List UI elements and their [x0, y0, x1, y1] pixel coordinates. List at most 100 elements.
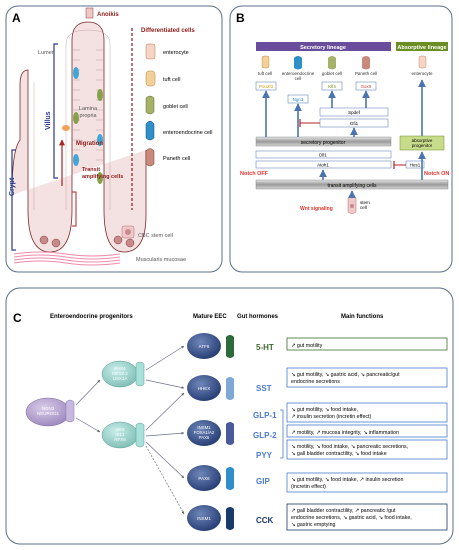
paneth-cell-icon — [145, 148, 155, 167]
panel-b: B Secretory lineage Absorptive lineage t… — [229, 5, 453, 273]
function-box-cck — [286, 503, 448, 531]
notch-on-label: Notch ON — [424, 171, 449, 177]
secretory-header — [256, 42, 391, 51]
villus-label: Villus — [45, 111, 52, 130]
eec-insm1 — [187, 420, 221, 446]
function-box-glp1 — [286, 402, 448, 423]
crypt-bracket — [11, 149, 16, 251]
gfi1-label: Gfi1 — [350, 121, 359, 126]
cbc-legend: CBC stem cell — [121, 225, 173, 239]
eec-insm1-cell-icon — [226, 422, 234, 445]
lumen-label: Lumen — [38, 50, 55, 56]
atoh1-label: Atoh1 — [317, 163, 329, 168]
cbc-label: CBC stem cell — [138, 233, 173, 239]
panel-c: C Enteroendocrine progenitors Mature EEC… — [5, 287, 454, 545]
villus-bracket — [53, 43, 58, 179]
tissue-outline — [11, 21, 147, 253]
eec-atf6-cell-icon — [226, 335, 234, 358]
tuft-cell-icon — [261, 55, 270, 69]
b-cell-enterocyte: enterocyte — [411, 71, 433, 76]
gene-klf4: Klf4 — [328, 84, 336, 89]
hormone-pyy: PYY — [256, 451, 273, 460]
eec-insm1-cck — [187, 505, 221, 531]
progenitor-arrows — [75, 345, 185, 515]
arx-cell-icon — [135, 422, 145, 448]
eec-hhex-cell-icon — [226, 377, 234, 400]
hormone-5ht: 5-HT — [256, 343, 274, 352]
dll1-label: Dll1 — [319, 153, 327, 158]
hormone-glp1: GLP-1 — [253, 411, 277, 420]
eec-insm1-cck-label: INSM1 — [197, 516, 211, 521]
function-box-gip — [286, 472, 448, 493]
b-cell-goblet: goblet cell — [322, 71, 342, 76]
enterocyte-icon — [418, 55, 427, 69]
hes1-label: Hes1 — [410, 163, 421, 168]
function-box-sst — [286, 367, 448, 388]
secretory-label: Secretory lineage — [300, 45, 346, 51]
b-cell-paneth: Paneth cell — [355, 71, 377, 76]
transit-bracket — [72, 191, 77, 227]
spdef-label: Spdef — [348, 110, 361, 115]
pax4-cell-icon — [135, 361, 145, 387]
diff-cell-enterocyte: enterocyte — [163, 50, 189, 56]
header-functions: Main functions — [341, 314, 384, 320]
header-mature-eec: Mature EEC — [193, 314, 227, 320]
header-hormones: Gut hormones — [237, 314, 279, 320]
eec-pax6-label: PAX6 — [198, 476, 210, 481]
absorptive-header — [396, 42, 448, 51]
panel-a-letter: A — [12, 11, 21, 25]
gene-ngn3: Ngn3 — [293, 97, 304, 102]
diff-cell-tuft: tuft cell — [163, 77, 180, 83]
function-box-5ht — [286, 337, 448, 351]
gene-box-klf4 — [321, 81, 343, 91]
migrating-cell — [62, 125, 70, 131]
function-glp1: ↘ gut motility, ↘ food intake,↗ insulin … — [291, 407, 372, 420]
eec-pax6-cell-icon — [226, 467, 234, 490]
secretory-progenitor-label: secretory progenitor — [301, 140, 346, 146]
tuft-cell-icon — [145, 70, 156, 87]
function-cck: ↗ gall bladder contractility, ↗ pancreat… — [291, 508, 412, 528]
panel-a: A — [5, 5, 223, 273]
function-5ht: ↗ gut motility — [291, 343, 323, 349]
goblet-cell-icon — [328, 56, 336, 70]
function-sst: ↘ gut motility, ↘ gastric acid, ↘ pancre… — [291, 372, 400, 385]
diff-cell-paneth: Paneth cell — [163, 156, 190, 162]
eec-hhex-label: HHEX — [198, 386, 211, 391]
b-cell-tuft: tuft cell — [258, 71, 272, 76]
absorptive-label: Absorptive lineage — [397, 45, 446, 51]
muscularis-label: Muscularis mucosae — [136, 257, 186, 263]
dll1-box — [255, 150, 392, 159]
hormone-cck: CCK — [256, 516, 274, 525]
eec-atf6 — [187, 333, 221, 359]
hormone-gip: GIP — [256, 477, 270, 486]
eec-cck-cell-icon — [226, 507, 234, 530]
migration-label: Migration — [76, 141, 103, 147]
function-pyy: ↘ motility, ↘ food intake, ↘ pancreatic … — [291, 444, 408, 457]
eec-atf6-label: ATF6 — [199, 344, 210, 349]
glp-pyy-bracket — [280, 409, 284, 459]
gene-box-ngn3 — [287, 94, 309, 104]
paneth-cell-icon — [362, 56, 370, 70]
ngn3-cell-icon — [65, 399, 75, 423]
hormone-sst: SST — [256, 384, 272, 393]
panel-b-letter: B — [236, 11, 245, 25]
diff-cell-goblet: goblet cell — [163, 104, 188, 110]
function-glp2: ↗ motility, ↗ mucosa integrity, ↘ inflam… — [291, 430, 399, 436]
goblet-cell-icon — [145, 95, 155, 115]
anoikis-label: Anoikis — [97, 12, 119, 18]
gene-box-sox9 — [355, 81, 377, 91]
muscularis-band: Muscularis mucosae — [13, 251, 186, 266]
function-boxes: ↗ gut motility ↘ gut motility, ↘ gastric… — [286, 337, 448, 531]
function-box-glp2 — [286, 424, 448, 438]
function-box-pyy — [286, 439, 448, 460]
transit-amplifying-bar — [255, 179, 449, 190]
diff-cells-title: Differentiated cells — [141, 28, 195, 34]
anoikis-cell — [85, 7, 94, 19]
